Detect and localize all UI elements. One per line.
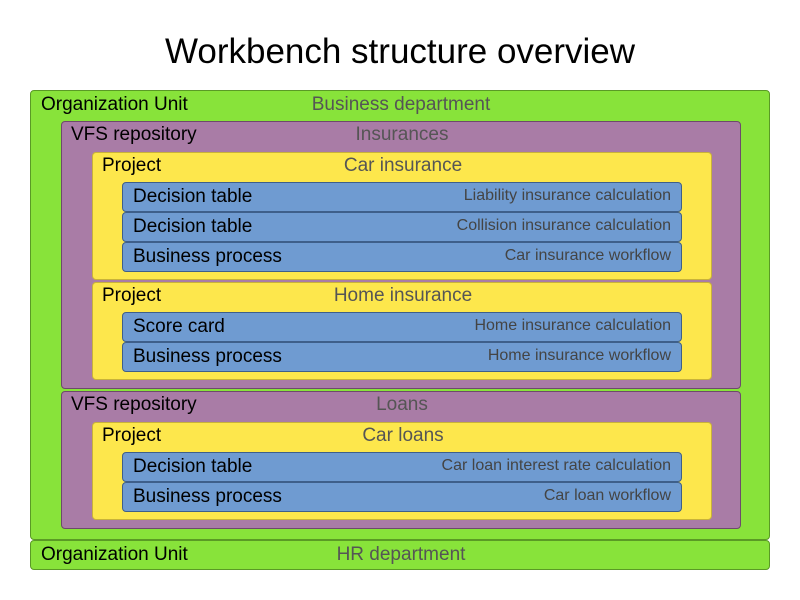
project-name: Car loans [362,425,444,446]
asset-type: Business process [133,346,282,367]
asset-desc: Car insurance workflow [504,247,671,264]
org-unit-hr: Organization Unit HR department [30,540,770,570]
asset-row[interactable]: Decision table Liability insurance calcu… [122,182,682,212]
diagram-title: Workbench structure overview [164,32,636,71]
asset-row[interactable]: Decision table Car loan interest rate ca… [122,452,682,482]
project-label: Project [102,285,162,306]
vfs-repo-insurances: VFS repository Insurances Project Car in… [61,121,741,389]
vfs-repo-name: Insurances [355,124,449,145]
org-unit-label: Organization Unit [41,94,188,115]
asset-desc: Collision insurance calculation [456,217,671,234]
asset-desc: Car loan interest rate calculation [441,457,671,474]
vfs-repo-name: Loans [376,394,428,415]
asset-row[interactable]: Decision table Collision insurance calcu… [122,212,682,242]
org-unit-name: HR department [336,544,466,565]
project-name: Home insurance [333,285,473,306]
asset-desc: Liability insurance calculation [463,187,671,204]
asset-row[interactable]: Business process Car insurance workflow [122,242,682,272]
project-label: Project [102,425,162,446]
asset-type: Business process [133,486,282,507]
asset-desc: Home insurance calculation [474,317,671,334]
asset-type: Decision table [133,456,253,477]
project-label: Project [102,155,162,176]
vfs-repo-label: VFS repository [71,124,197,145]
asset-type: Score card [133,316,225,337]
org-unit-label: Organization Unit [41,544,188,565]
vfs-repo-label: VFS repository [71,394,197,415]
project-home-insurance: Project Home insurance Score card Home i… [92,282,712,380]
project-car-loans: Project Car loans Decision table Car loa… [92,422,712,520]
asset-row[interactable]: Score card Home insurance calculation [122,312,682,342]
asset-type: Decision table [133,186,253,207]
asset-row[interactable]: Business process Home insurance workflow [122,342,682,372]
asset-type: Decision table [133,216,253,237]
org-unit-business: Organization Unit Business department VF… [30,90,770,540]
asset-row[interactable]: Business process Car loan workflow [122,482,682,512]
asset-desc: Home insurance workflow [487,347,671,364]
project-car-insurance: Project Car insurance Decision table Lia… [92,152,712,280]
asset-desc: Car loan workflow [543,487,671,504]
vfs-repo-loans: VFS repository Loans Project Car loans D… [61,391,741,529]
project-name: Car insurance [343,155,463,176]
asset-type: Business process [133,246,282,267]
org-unit-name: Business department [311,94,491,115]
